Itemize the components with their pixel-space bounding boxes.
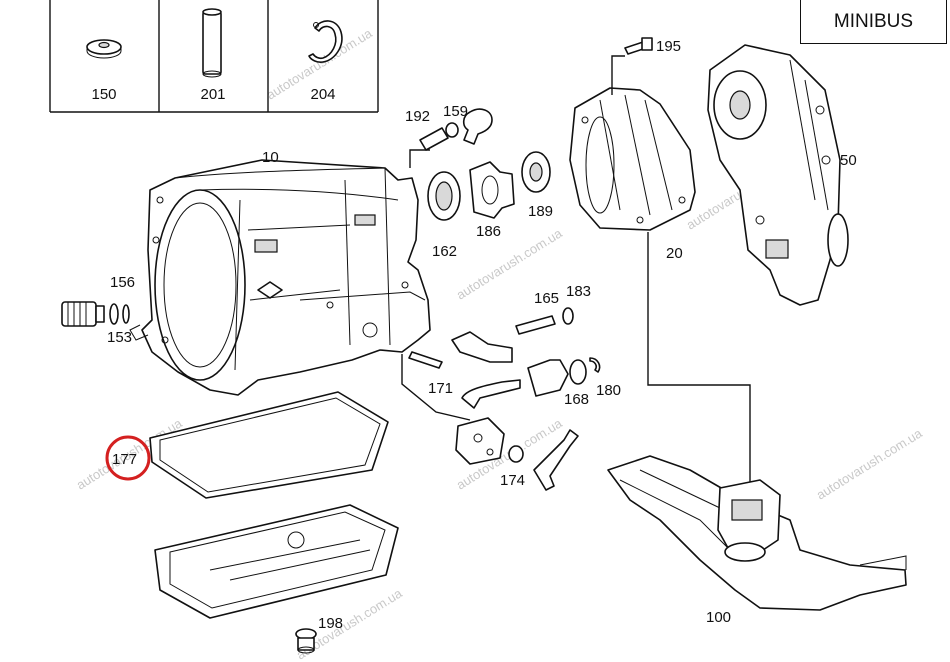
- washer-icon: [86, 39, 122, 59]
- detent-pin: [515, 307, 574, 335]
- housing-bolt: [624, 37, 653, 55]
- drain-plug: [295, 628, 317, 654]
- variant-label: MINIBUS: [800, 0, 947, 44]
- callout-189: 189: [528, 203, 553, 220]
- connector-plug: [61, 301, 130, 327]
- detent-plate: [455, 417, 579, 491]
- vent-fitting: [419, 108, 493, 151]
- highlight-circle-177: [105, 435, 151, 481]
- callout-171: 171: [428, 380, 453, 397]
- output-seal-assembly: [427, 151, 551, 221]
- callout-153: 153: [107, 329, 132, 346]
- callout-183: 183: [566, 283, 591, 300]
- selector-lever: [451, 331, 521, 409]
- callout-174: 174: [500, 472, 525, 489]
- legend-number-201: 201: [200, 86, 225, 103]
- callout-50: 50: [840, 152, 857, 169]
- callout-186: 186: [476, 223, 501, 240]
- callout-198: 198: [318, 615, 343, 632]
- transfer-case-housing: [569, 87, 696, 231]
- callout-192: 192: [405, 108, 430, 125]
- callout-162: 162: [432, 243, 457, 260]
- legend-number-204: 204: [310, 86, 335, 103]
- oil-pan: [154, 504, 399, 619]
- callout-159: 159: [443, 103, 468, 120]
- pin-icon: [202, 8, 222, 78]
- legend-number-150: 150: [91, 86, 116, 103]
- legend-table: 150 201 204: [49, 0, 379, 113]
- callout-177: 177: [112, 451, 137, 468]
- callout-156: 156: [110, 274, 135, 291]
- callout-100: 100: [706, 609, 731, 626]
- callout-195: 195: [656, 38, 681, 55]
- callout-180: 180: [596, 382, 621, 399]
- callout-168: 168: [564, 391, 589, 408]
- watermark-text: autotovarush.com.ua: [814, 425, 926, 502]
- callout-20: 20: [666, 245, 683, 262]
- circlip-icon: [308, 20, 343, 63]
- guide-pin: [408, 351, 443, 369]
- transmission-crossmember: [607, 455, 907, 611]
- oil-pan-gasket: [149, 391, 389, 499]
- transfer-case: [707, 44, 849, 306]
- callout-165: 165: [534, 290, 559, 307]
- shift-sleeve: [527, 357, 601, 397]
- callout-10: 10: [262, 149, 279, 166]
- transmission-housing: [129, 159, 431, 396]
